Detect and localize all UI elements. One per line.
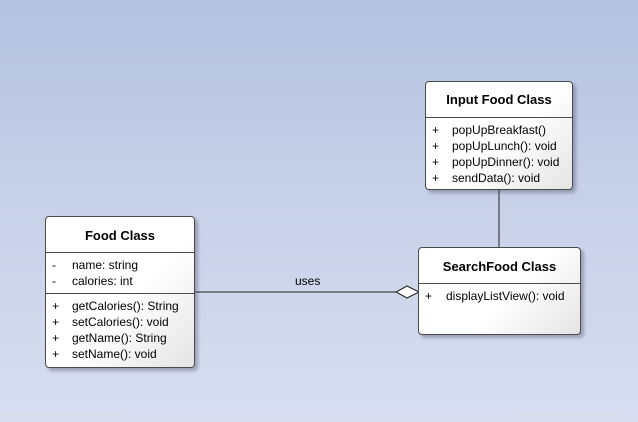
class-name: Food Class <box>46 217 194 253</box>
visibility-marker: + <box>52 331 60 345</box>
input-food-class[interactable]: Input Food Class + popUpBreakfast() + popU… <box>425 81 573 190</box>
attributes-compartment: - name: string - calories: int <box>46 253 194 294</box>
attribute-row: - name: string <box>46 257 194 273</box>
search-food-class[interactable]: SearchFood Class + displayListView(): voi… <box>418 247 581 335</box>
visibility-marker: - <box>52 274 56 288</box>
visibility-marker: + <box>432 123 440 137</box>
operation-signature: getName(): String <box>72 331 167 345</box>
operation-row: + popUpBreakfast() <box>426 122 572 138</box>
operation-row: + getName(): String <box>46 330 194 346</box>
class-name: SearchFood Class <box>419 248 580 284</box>
operation-signature: setCalories(): void <box>72 315 169 329</box>
operation-signature: popUpBreakfast() <box>452 123 547 137</box>
visibility-marker: - <box>52 258 56 272</box>
class-name: Input Food Class <box>426 82 572 118</box>
operation-signature: setName(): void <box>72 347 157 361</box>
operation-row: + popUpDinner(): void <box>426 154 572 170</box>
operation-row: + displayListView(): void <box>419 288 580 304</box>
visibility-marker: + <box>432 139 440 153</box>
attribute-row: - calories: int <box>46 273 194 289</box>
operation-signature: popUpLunch(): void <box>452 139 557 153</box>
visibility-marker: + <box>52 315 60 329</box>
visibility-marker: + <box>432 171 440 185</box>
operation-row: + popUpLunch(): void <box>426 138 572 154</box>
operations-compartment: + popUpBreakfast() + popUpLunch(): void + p… <box>426 118 572 186</box>
uses-label: uses <box>295 274 321 288</box>
aggregation-diamond <box>394 285 421 299</box>
visibility-marker: + <box>52 299 60 313</box>
operations-compartment: + getCalories(): String + setCalories(): v… <box>46 294 194 362</box>
operation-row: + sendData(): void <box>426 170 572 186</box>
visibility-marker: + <box>425 289 433 303</box>
visibility-marker: + <box>432 155 440 169</box>
operation-row: + setName(): void <box>46 346 194 362</box>
attribute-signature: calories: int <box>72 274 133 288</box>
operation-signature: popUpDinner(): void <box>452 155 560 169</box>
operations-compartment: + displayListView(): void <box>419 284 580 304</box>
operation-signature: getCalories(): String <box>72 299 179 313</box>
food-class[interactable]: Food Class -name: string -calories: int … <box>45 216 195 368</box>
operation-row: + setCalories(): void <box>46 314 194 330</box>
operation-signature: displayListView(): void <box>446 289 565 303</box>
operation-row: + getCalories(): String <box>46 298 194 314</box>
visibility-marker: + <box>52 347 60 361</box>
operation-signature: sendData(): void <box>452 171 541 185</box>
attribute-signature: name: string <box>72 258 139 272</box>
